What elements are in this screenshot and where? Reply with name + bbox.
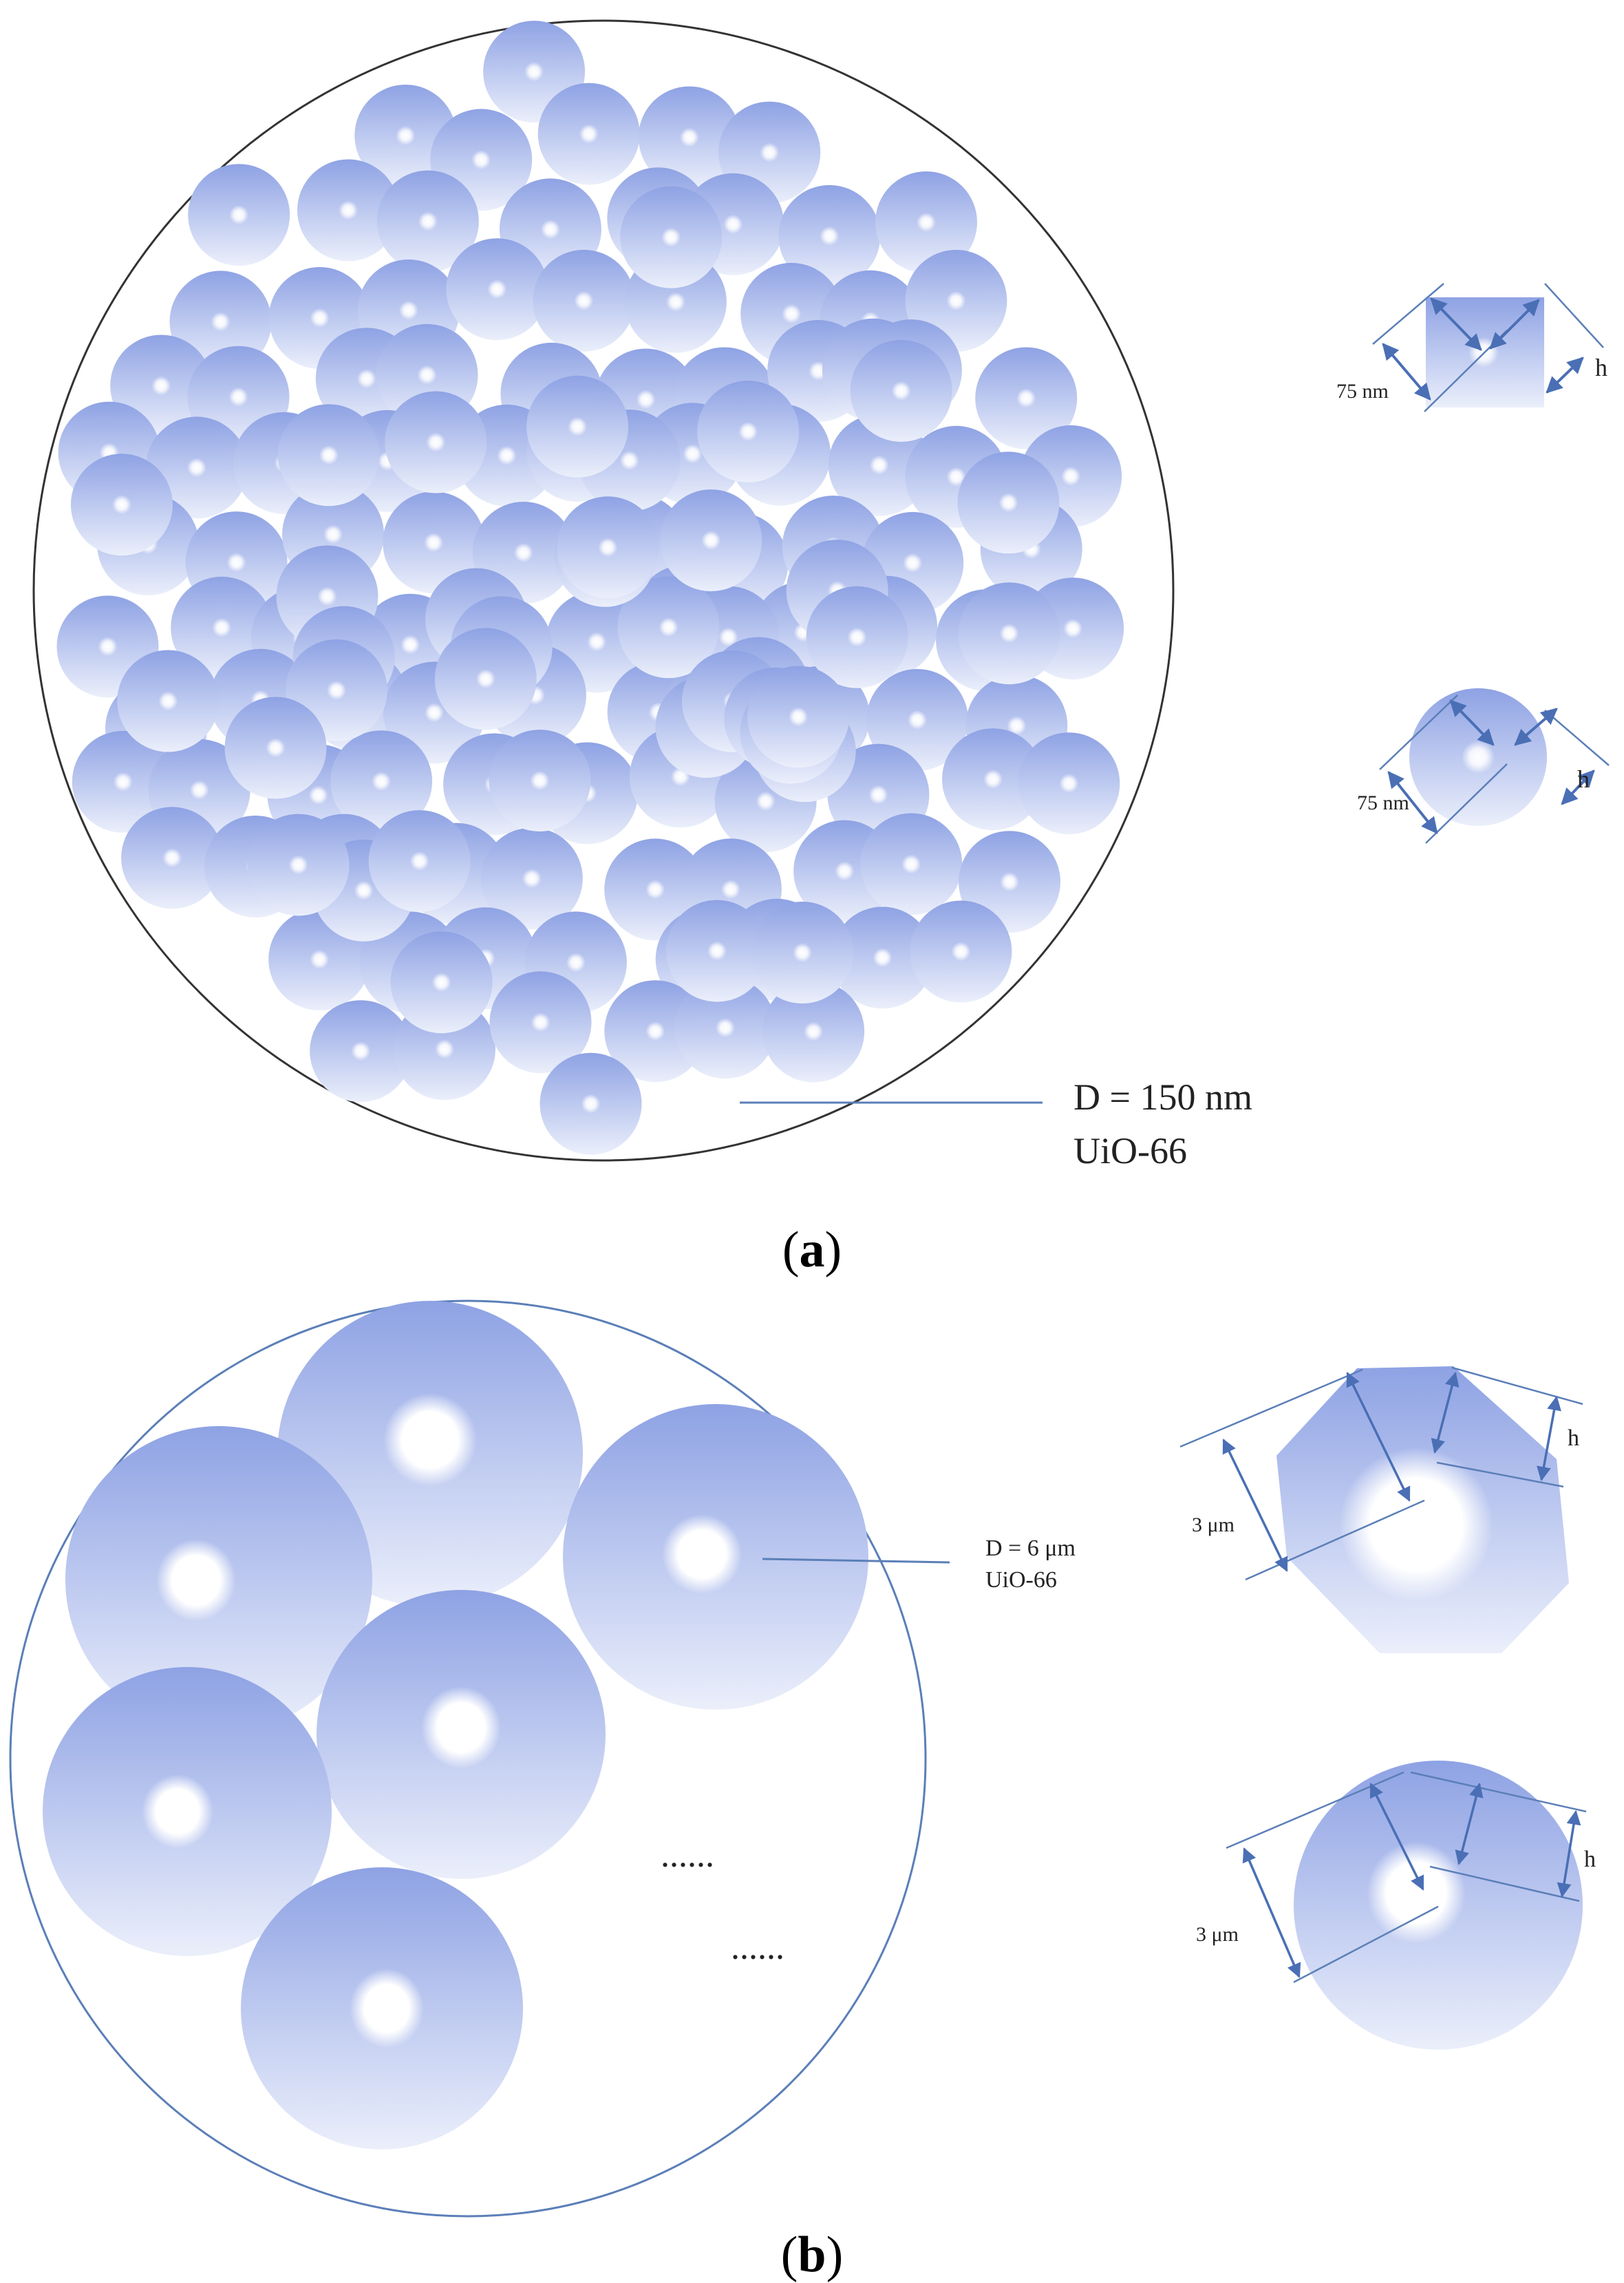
small-particle <box>310 1000 412 1103</box>
small-particle <box>957 452 1060 554</box>
small-particle <box>188 164 290 266</box>
dim-arrow-b4 <box>1242 1847 1301 1978</box>
small-particle <box>533 249 635 352</box>
small-particle <box>617 576 720 679</box>
small-particle <box>117 650 220 752</box>
particle-cluster-b <box>43 1301 868 2149</box>
small-particle <box>942 728 1044 831</box>
small-particle <box>376 170 479 273</box>
small-particle <box>385 391 487 493</box>
octagon-h-label: h <box>1568 1425 1579 1451</box>
large-particle-3 <box>563 1404 868 1710</box>
large-particle-4 <box>317 1590 606 1879</box>
small-particle <box>638 86 740 189</box>
small-particle <box>480 827 583 930</box>
ellipsis-1: ...... <box>661 1836 714 1875</box>
panel-a: D = 150 nm UiO-66 (a) 75 nm h <box>32 19 1610 1278</box>
large-particle-2 <box>65 1426 372 1733</box>
h-arrow-b1 <box>1537 1395 1561 1482</box>
small-particle <box>620 186 723 288</box>
small-particle <box>70 454 173 556</box>
dim-arrow-a5 <box>1449 699 1495 746</box>
small-particle <box>866 669 968 771</box>
small-particle <box>446 238 548 341</box>
small-particle <box>860 813 963 915</box>
small-particle <box>747 666 850 768</box>
small-particle <box>751 902 853 1004</box>
large-particle-5 <box>43 1667 332 1956</box>
small-particle <box>665 900 768 1002</box>
small-particle <box>489 971 592 1074</box>
small-particle <box>958 582 1060 685</box>
dim-arrow-b3 <box>1431 1371 1460 1454</box>
particle-cluster-a <box>56 21 1124 1155</box>
particle-diameter-label-b: D = 6 μm <box>985 1536 1076 1561</box>
circle-dim-label-b: 3 μm <box>1196 1923 1239 1946</box>
large-particle-6 <box>241 1867 523 2149</box>
h-arrow-a2 <box>1561 769 1595 805</box>
small-particle <box>539 1052 642 1155</box>
circle-cross-section-a: 75 nm h <box>1357 688 1610 844</box>
dim-arrow-a2 <box>1430 297 1482 351</box>
small-particle <box>489 730 591 832</box>
small-particle <box>875 171 977 273</box>
panel-label-b: (b) <box>781 2227 843 2283</box>
small-particle <box>330 730 433 833</box>
ellipsis-2: ...... <box>731 1928 784 1967</box>
panel-b: ...... ...... D = 6 μm UiO-66 (b) 3 μm h <box>9 1299 1596 2283</box>
dim-arrow-b6 <box>1455 1782 1484 1866</box>
small-particle <box>277 404 380 507</box>
dim-arrow-a6 <box>1514 708 1558 746</box>
circle-h-label-b: h <box>1584 1847 1596 1872</box>
square-cross-section-a: 75 nm h <box>1336 283 1607 412</box>
small-particle <box>390 931 493 1034</box>
dim-arrow-b2 <box>1346 1372 1411 1502</box>
small-particle <box>434 628 537 730</box>
small-particle <box>224 697 327 799</box>
small-particle <box>557 496 659 599</box>
small-particle <box>72 730 174 833</box>
dim-arrow-a3 <box>1489 299 1540 350</box>
square-h-label: h <box>1595 354 1607 381</box>
dim-arrow-b1 <box>1222 1438 1288 1572</box>
small-particle <box>762 980 865 1083</box>
small-particle <box>674 977 776 1079</box>
dim-arrow-a4 <box>1387 771 1438 834</box>
small-particle <box>1018 732 1120 835</box>
small-particle <box>121 807 224 909</box>
small-particle <box>806 586 908 688</box>
h-arrow-a <box>1546 357 1584 394</box>
small-particle <box>247 814 350 916</box>
material-label-a: UiO-66 <box>1073 1130 1187 1171</box>
small-particle <box>697 381 800 482</box>
circle-h-label-a: h <box>1577 765 1590 793</box>
small-particle <box>537 83 640 185</box>
small-particle <box>778 184 881 287</box>
circle-cross-section-b: 3 μm h <box>1196 1761 1596 2050</box>
small-particle <box>660 489 762 592</box>
small-particle <box>383 491 485 594</box>
small-particle <box>368 810 471 913</box>
small-particle <box>850 339 952 442</box>
small-particle <box>526 375 629 478</box>
circle-dim-label-a: 75 nm <box>1357 792 1409 814</box>
small-particle <box>910 900 1012 1003</box>
small-particle <box>604 838 707 941</box>
small-particle <box>831 906 934 1009</box>
particle-diameter-label-a: D = 150 nm <box>1073 1076 1252 1118</box>
h-arrow-b2 <box>1557 1809 1581 1898</box>
square-dim-label: 75 nm <box>1336 380 1389 403</box>
dim-arrow-b5 <box>1369 1783 1424 1891</box>
dim-arrow-a1 <box>1382 343 1431 401</box>
material-label-b: UiO-66 <box>985 1567 1057 1593</box>
small-particle <box>975 347 1078 449</box>
octagon-cross-section-b: 3 μm h <box>1179 1366 1583 1653</box>
octagon-dim-label: 3 μm <box>1192 1514 1235 1536</box>
particle-leader-line-b <box>762 1558 950 1564</box>
small-particle <box>297 159 399 262</box>
panel-label-a: (a) <box>782 1222 842 1278</box>
